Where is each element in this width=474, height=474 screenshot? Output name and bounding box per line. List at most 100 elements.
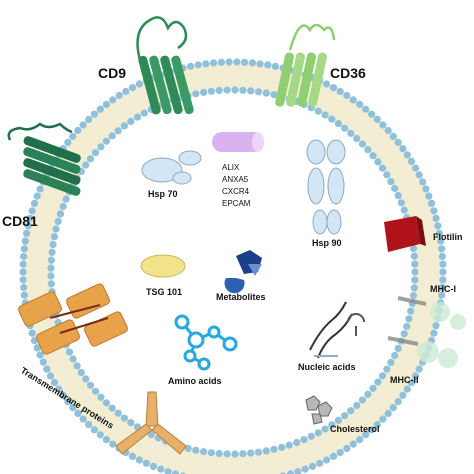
lipid-head xyxy=(74,409,82,418)
lipid-head xyxy=(438,245,446,253)
lipid-head xyxy=(334,120,342,128)
lipid-head xyxy=(374,378,382,386)
lipid-head xyxy=(33,192,41,200)
lipid-head xyxy=(369,152,377,160)
lipid-head xyxy=(271,62,279,70)
lipid-head xyxy=(231,86,239,94)
lipid-head xyxy=(33,344,41,352)
lipid-head xyxy=(30,199,39,207)
lipid-head xyxy=(410,252,418,260)
lipid-head xyxy=(425,192,433,200)
flotillin-protein xyxy=(384,216,426,252)
lipid-head xyxy=(39,358,47,366)
y-receptor xyxy=(115,391,187,455)
hsp70-label: Hsp 70 xyxy=(148,189,178,199)
lipid-head xyxy=(69,355,77,363)
lipid-head xyxy=(47,272,55,280)
cd9-protein xyxy=(136,16,194,115)
lipid-head xyxy=(69,132,77,140)
lipid-head xyxy=(356,436,364,444)
lipid-head xyxy=(349,440,357,448)
lipid-head xyxy=(358,396,366,404)
lipid-head xyxy=(368,426,376,434)
lipid-head xyxy=(50,233,59,241)
lipid-head xyxy=(328,421,336,429)
lipid-head xyxy=(65,348,74,356)
cargo-item-alix: ALIX xyxy=(222,163,240,172)
amino-acids-label: Amino acids xyxy=(168,376,222,386)
lipid-head xyxy=(97,393,105,401)
lipid-head xyxy=(77,368,85,377)
lipid-head xyxy=(85,421,93,429)
lipid-head xyxy=(79,121,87,129)
lipid-head xyxy=(133,113,142,121)
lipid-head xyxy=(19,260,27,268)
lipid-head xyxy=(293,438,301,447)
lipid-head xyxy=(308,462,317,470)
lipid-head xyxy=(217,58,225,66)
lipid-head xyxy=(64,138,72,146)
mhc1-label: MHC-I xyxy=(430,284,456,294)
lipid-head xyxy=(207,449,215,457)
lipid-head xyxy=(438,283,446,292)
lipid-head xyxy=(430,207,438,215)
lipid-head xyxy=(403,385,411,393)
lipid-head xyxy=(347,129,355,137)
lipid-head xyxy=(411,260,419,268)
amino-acids-icon xyxy=(174,314,238,371)
lipid-head xyxy=(336,449,344,457)
lipid-head xyxy=(387,178,395,186)
lipid-head xyxy=(419,178,427,186)
lipid-head xyxy=(286,470,295,474)
lipid-head xyxy=(369,384,377,392)
lipid-head xyxy=(383,365,391,373)
lipid-head xyxy=(400,206,408,214)
lipid-head xyxy=(200,448,208,456)
lipid-head xyxy=(407,307,415,315)
lipid-head xyxy=(47,280,56,288)
cd81-label: CD81 xyxy=(2,213,38,229)
metabolites-icon xyxy=(224,250,262,294)
lipid-head xyxy=(64,398,72,406)
lipid-head xyxy=(49,240,57,249)
transmembrane-protein xyxy=(18,283,128,355)
lipid-head xyxy=(55,385,63,393)
lipid-head xyxy=(86,381,95,389)
lipid-head xyxy=(378,372,387,380)
lipid-head xyxy=(82,375,90,383)
lipid-head xyxy=(397,199,405,207)
lipid-head xyxy=(97,143,105,151)
lipid-head xyxy=(248,59,256,67)
lipid-head xyxy=(405,315,413,323)
lipid-head xyxy=(20,291,28,299)
cargo-item-anxa5: ANXA5 xyxy=(222,175,249,184)
lipid-head xyxy=(184,444,192,452)
cd9-label: CD9 xyxy=(98,65,126,81)
lipid-head xyxy=(391,351,399,360)
lipid-head xyxy=(90,110,98,118)
lipid-head xyxy=(69,404,77,412)
lipid-head xyxy=(86,155,95,163)
lipid-head xyxy=(341,412,349,420)
hsp90-label: Hsp 90 xyxy=(312,238,342,248)
lipid-head xyxy=(439,268,447,276)
hsp70-protein xyxy=(141,150,202,185)
nucleic-acids-label: Nucleic acids xyxy=(298,362,356,372)
lipid-head xyxy=(314,107,322,115)
lipid-head xyxy=(122,87,130,95)
lipid-head xyxy=(90,426,98,434)
lipid-head xyxy=(142,459,150,467)
lipid-head xyxy=(135,80,143,88)
lipid-head xyxy=(264,61,272,69)
cholesterol-label: Cholesterol xyxy=(330,424,380,434)
lipid-head xyxy=(194,61,202,69)
lipid-head xyxy=(329,452,338,460)
mhc1-protein xyxy=(397,296,466,330)
lipid-head xyxy=(432,214,440,222)
lipid-head xyxy=(187,62,195,70)
lipid-head xyxy=(422,185,430,193)
lipid-head xyxy=(120,122,128,130)
cargo-cylinder xyxy=(212,132,264,152)
lipid-head xyxy=(410,284,418,292)
cargo-item-epcam: EPCAM xyxy=(222,199,251,208)
